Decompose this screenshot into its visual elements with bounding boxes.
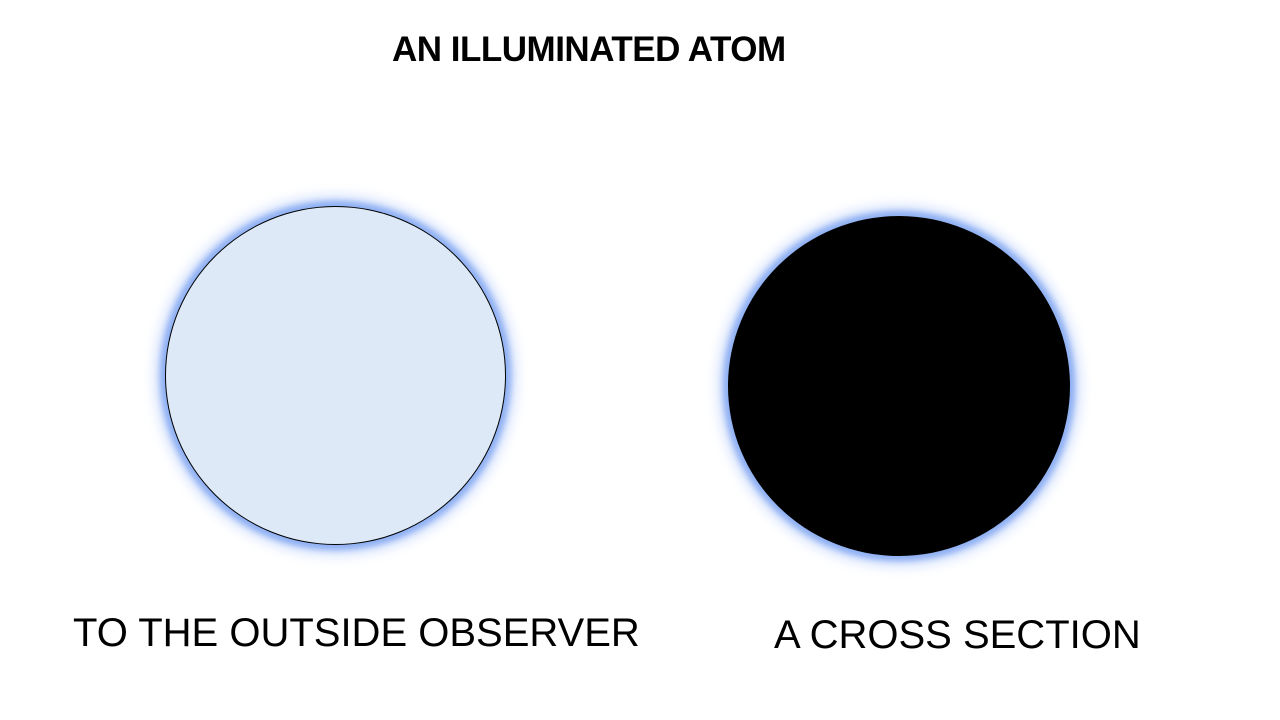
illuminated-atom-exterior: [165, 206, 506, 545]
illuminated-atom-cross-section: [728, 216, 1070, 556]
outside-observer-caption: TO THE OUTSIDE OBSERVER: [73, 611, 640, 655]
slide-title: AN ILLUMINATED ATOM: [392, 30, 786, 69]
cross-section-caption: A CROSS SECTION: [774, 613, 1141, 657]
